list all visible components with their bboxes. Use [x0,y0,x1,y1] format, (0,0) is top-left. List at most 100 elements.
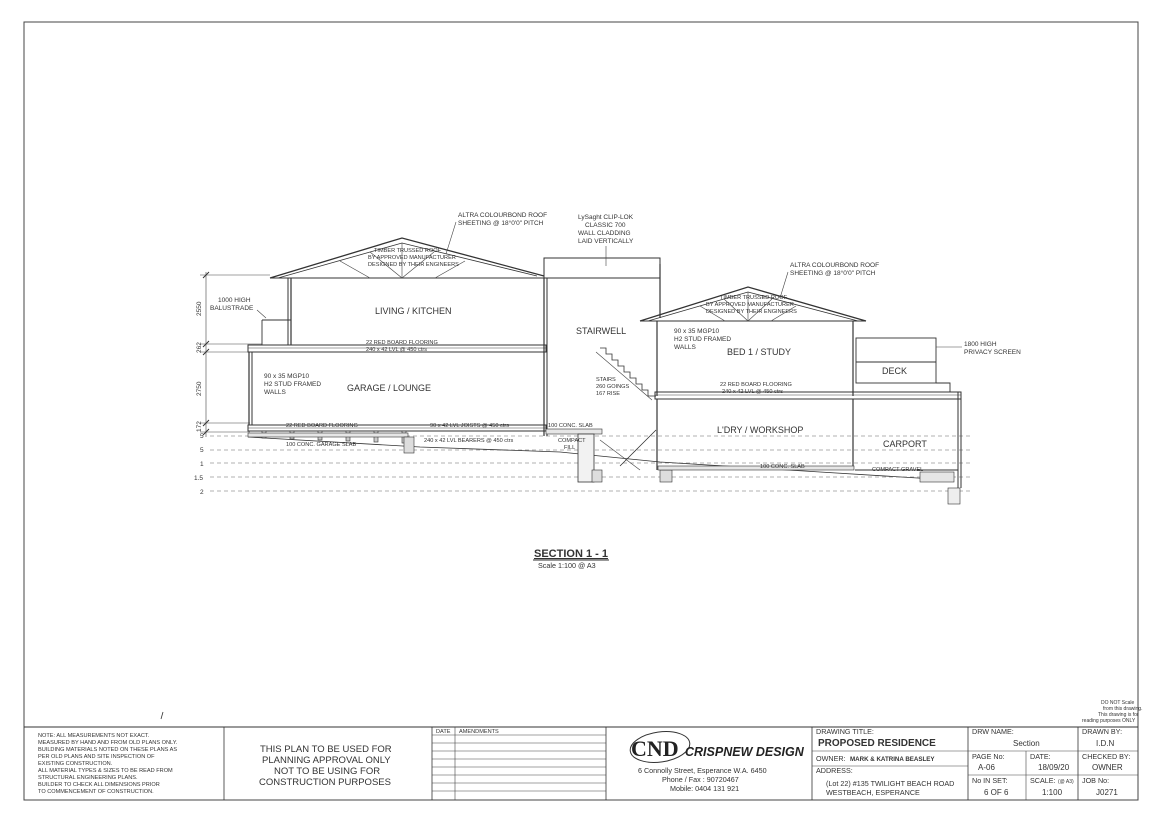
scale-value: 1:100 [1042,788,1063,797]
svg-text:TIMBER TRUSSED ROOF: TIMBER TRUSSED ROOF [374,248,442,254]
svg-text:240 x 42 LVL @ 450 ctrs: 240 x 42 LVL @ 450 ctrs [722,389,783,395]
room-garage-lounge: GARAGE / LOUNGE [347,383,431,393]
svg-text:BUILDER TO CHECK ALL DIMENSION: BUILDER TO CHECK ALL DIMENSIONS PRIOR [38,782,160,788]
scale-suffix: (@ A3) [1058,779,1074,785]
company-mobile: Mobile: 0404 131 921 [670,784,739,793]
sheet-border [23,21,1139,801]
svg-text:260 GOINGS: 260 GOINGS [596,384,630,390]
svg-text:LySaght CLIP-LOK: LySaght CLIP-LOK [578,214,634,221]
svg-text:TIMBER TRUSSED ROOF: TIMBER TRUSSED ROOF [720,295,788,301]
svg-text:NOTE: ALL MEASUREMENTS NOT EXA: NOTE: ALL MEASUREMENTS NOT EXACT. [38,733,150,739]
svg-text:THIS PLAN TO BE USED FOR: THIS PLAN TO BE USED FOR [260,744,392,755]
amend-date-header: DATE [436,729,451,735]
amend-header: AMENDMENTS [459,729,499,735]
svg-text:PER OLD PLANS AND SITE INSPECT: PER OLD PLANS AND SITE INSPECTION OF [38,754,155,760]
checked-by: OWNER [1092,763,1123,772]
drawn-by-label: DRAWN BY: [1082,727,1122,736]
svg-text:PRIVACY SCREEN: PRIVACY SCREEN [964,349,1021,356]
svg-text:22 RED BOARD FLOORING: 22 RED BOARD FLOORING [366,340,438,346]
page-no-label: PAGE No: [972,752,1005,761]
conc-slab-mid-note: 100 CONC. SLAB [548,423,593,429]
level-label: 5 [200,447,204,454]
checked-by-label: CHECKED BY: [1082,752,1130,761]
svg-text:90 x 35 MGP10: 90 x 35 MGP10 [674,328,720,335]
balustrade-note: 1000 HIGH BALUSTRADE [210,297,254,312]
planning-purpose: THIS PLAN TO BE USED FOR PLANNING APPROV… [259,744,392,788]
svg-text:EXISTING CONSTRUCTION.: EXISTING CONSTRUCTION. [38,761,113,767]
svg-text:SHEETING @ 18°0'0" PITCH: SHEETING @ 18°0'0" PITCH [458,219,544,227]
dim-172: 172 [196,421,203,432]
project-info: DRAWING TITLE: PROPOSED RESIDENCE OWNER:… [812,727,968,797]
svg-text:STAIRS: STAIRS [596,377,616,383]
svg-text:FILL: FILL [564,445,575,451]
svg-text:BALUSTRADE: BALUSTRADE [210,305,254,312]
svg-text:DESIGNED BY THEIR ENGINEERS: DESIGNED BY THEIR ENGINEERS [368,262,459,268]
level-label: 2 [200,489,204,496]
drawing-meta-grid: DRW NAME: Section PAGE No: A-06 DATE: 18… [968,727,1138,800]
privacy-note: 1800 HIGH PRIVACY SCREEN [936,341,1021,356]
svg-text:This drawing is for: This drawing is for [1098,712,1139,718]
dim-2750: 2750 [196,381,203,396]
room-carport: CARPORT [883,439,927,449]
svg-text:STRUCTURAL ENGINEERING PLANS.: STRUCTURAL ENGINEERING PLANS. [38,775,138,781]
job-no: J0271 [1096,788,1118,797]
svg-text:LAID VERTICALLY: LAID VERTICALLY [578,238,634,245]
company-phone: Phone / Fax : 90720467 [662,775,739,784]
address-line: (Lot 22) #135 TWILIGHT BEACH ROAD [826,779,954,788]
job-no-label: JOB No: [1082,776,1109,785]
truss-right-note: TIMBER TRUSSED ROOF BY APPROVED MANUFACT… [706,295,797,315]
truss-left-note: TIMBER TRUSSED ROOF BY APPROVED MANUFACT… [368,248,459,268]
section-scale: Scale 1:100 @ A3 [538,561,596,570]
room-bed-study: BED 1 / STUDY [727,347,791,357]
svg-text:ALTRA COLOURBOND ROOF: ALTRA COLOURBOND ROOF [790,262,879,269]
conc-slab-right-note: 100 CONC. SLAB [760,464,805,470]
company-name: CRISPNEW DESIGN [685,745,805,759]
room-deck: DECK [882,366,907,376]
dim-262: 262 [196,342,203,353]
date: 18/09/20 [1038,763,1070,772]
svg-text:167 RISE: 167 RISE [596,391,620,397]
svg-text:DESIGNED BY THEIR ENGINEERS: DESIGNED BY THEIR ENGINEERS [706,309,797,315]
svg-text:DO NOT Scale: DO NOT Scale [1101,700,1134,706]
drw-name: Section [1013,739,1040,748]
left-block [247,237,547,454]
svg-text:MEASURED BY HAND AND FROM OLD: MEASURED BY HAND AND FROM OLD PLANS ONLY… [38,740,178,746]
svg-text:H2 STUD FRAMED: H2 STUD FRAMED [264,381,321,388]
level-label: 1 [200,461,204,468]
level-label: 1.5 [194,475,203,482]
svg-text:CLASSIC 700: CLASSIC 700 [585,222,626,229]
scale-note: DO NOT Scale from this drawing. This dra… [1082,700,1142,724]
svg-text:BUILDING MATERIALS NOTED ON TH: BUILDING MATERIALS NOTED ON THESE PLANS … [38,747,177,753]
svg-text:ALTRA COLOURBOND ROOF: ALTRA COLOURBOND ROOF [458,212,547,219]
svg-text:COMPACT: COMPACT [558,438,586,444]
company-block: CND CRISPNEW DESIGN 6 Connolly Street, E… [629,731,805,793]
address-line: WESTBEACH, ESPERANCE [826,788,920,797]
stairwell-block [543,257,673,483]
svg-text:CONSTRUCTION PURPOSES: CONSTRUCTION PURPOSES [259,777,391,788]
owner-label: OWNER: [816,754,846,763]
garage-slab-note: 100 CONC. GARAGE SLAB [286,442,357,448]
svg-text:PLANNING APPROVAL ONLY: PLANNING APPROVAL ONLY [262,755,391,766]
svg-text:reading purposes ONLY: reading purposes ONLY [1082,718,1136,724]
joists-note: 90 x 42 LVL JOISTS @ 450 ctrs [430,423,509,429]
owner: MARK & KATRINA BEASLEY [850,756,935,763]
dimension-chain: 2550 262 2750 172 [196,271,270,437]
stairs-note: STAIRS 260 GOINGS 167 RISE [596,377,630,397]
svg-text:WALL CLADDING: WALL CLADDING [578,230,631,237]
level-label: 5 [200,433,204,440]
compact-fill-note: COMPACT FILL [558,438,586,451]
svg-text:1000 HIGH: 1000 HIGH [218,297,251,304]
no-in-set: 6 OF 6 [984,788,1009,797]
company-address: 6 Connolly Street, Esperance W.A. 6450 [638,766,767,775]
svg-text:240 x 42 LVL @ 450 ctrs: 240 x 42 LVL @ 450 ctrs [366,347,427,353]
svg-text:CND: CND [631,736,679,761]
svg-text:H2 STUD FRAMED: H2 STUD FRAMED [674,336,731,343]
company-logo: CND [629,731,691,763]
stud-upper-note: 90 x 35 MGP10 H2 STUD FRAMED WALLS [674,328,731,351]
right-block [639,286,962,505]
room-living-kitchen: LIVING / KITCHEN [375,306,452,316]
room-laundry-workshop: L'DRY / WORKSHOP [717,425,803,435]
floor-lower-note: 22 RED BOARD FLOORING [286,423,358,429]
address-label: ADDRESS: [816,766,853,775]
